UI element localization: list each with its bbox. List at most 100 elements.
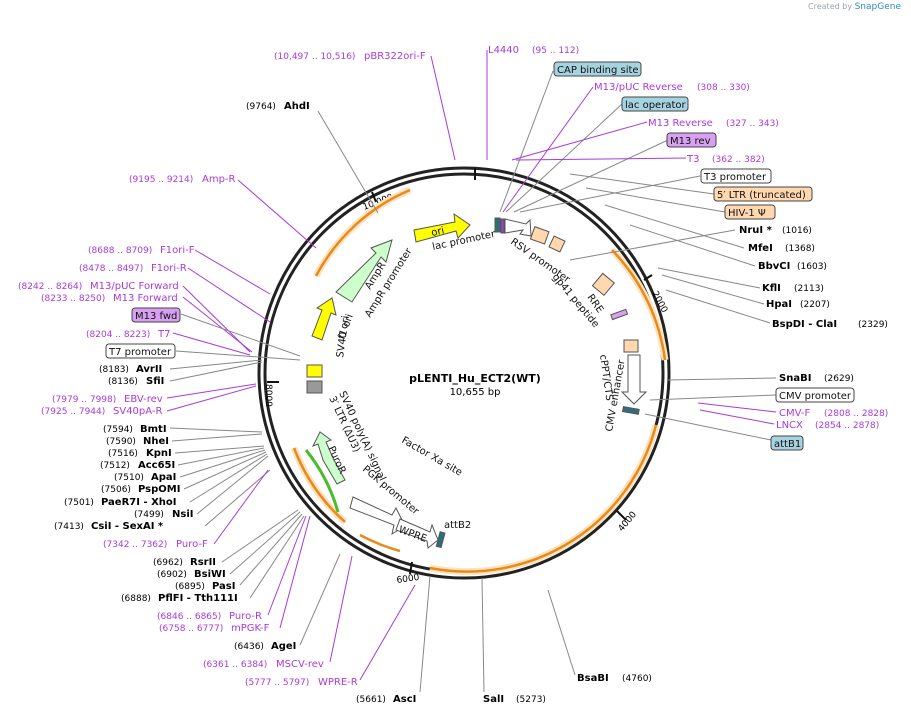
cap-binding-site-box: [553, 61, 642, 77]
mpgkf-label: mPGK-F: [231, 623, 270, 634]
lncx-label: LNCX: [776, 420, 803, 431]
wpre-arrow: [395, 518, 439, 549]
leader-wpre-r: [359, 584, 416, 681]
puror-primer-coord: (6846 .. 6865): [157, 612, 221, 622]
sv40-ori-box: [306, 364, 323, 378]
lac-promoter-arrow: [504, 218, 532, 237]
sv40par-label: SV40pA-R: [113, 406, 162, 417]
snapgene-credit: Created by SnapGene: [808, 2, 901, 12]
puror-primer-label: Puro-R: [229, 611, 262, 622]
leader-mfei: [604, 204, 745, 249]
purof-coord: (7342 .. 7362): [103, 540, 167, 550]
leader-nhei: [171, 433, 263, 442]
backbone-outer: [257, 166, 671, 580]
ahdi-label: AhdI: [284, 101, 310, 112]
asci-label: AscI: [393, 694, 416, 705]
orf-arc-1: [611, 249, 667, 361]
cmv-enhancer-arrow: [620, 354, 648, 405]
m13-forward-label: M13 Forward: [113, 293, 178, 304]
leader-m13-reverse: [511, 121, 648, 161]
sv40par-coord: (7925 .. 7944): [41, 407, 105, 417]
leader-t3-promoter: [519, 175, 701, 213]
ampr-primer-coord: (9195 .. 9214): [129, 175, 193, 185]
ebvrev-label: EBV-rev: [124, 394, 163, 405]
t7-coord: (8204 .. 8223): [86, 330, 150, 340]
plasmid-name: pLENTI_Hu_ECT2(WT): [409, 372, 541, 385]
t3-coord: (362 .. 382): [712, 155, 765, 165]
bsabi-coord: (4760): [622, 674, 652, 684]
leader-cmv: [649, 394, 777, 401]
5ltr-box: [713, 186, 813, 202]
leader-apai: [179, 449, 266, 478]
attb1-label-box: [770, 435, 804, 451]
tick-mark-2000: [643, 274, 653, 281]
inner-label-ori: ori: [430, 225, 445, 238]
nsii-coord: (7499): [134, 510, 164, 520]
t3-label: T3: [686, 154, 699, 165]
sali-label: SalI: [483, 694, 504, 705]
sfii-label: SfiI: [146, 376, 164, 387]
tick-mark-6000: [409, 561, 413, 575]
leader-sv40par: [166, 385, 257, 412]
cppt-box: [623, 339, 639, 353]
wpre-r-coord: (5777 .. 5797): [245, 678, 309, 688]
gp41-box: [610, 308, 629, 321]
attb2-box: [435, 531, 446, 549]
acc65i-coord: (7512): [100, 461, 130, 471]
leader-m13-f: [182, 296, 253, 353]
lncx-coord: (2854 .. 2878): [815, 421, 879, 431]
bmti-coord: (7594): [103, 425, 133, 435]
ebvrev-coord: (7979 .. 7998): [52, 395, 116, 405]
tick-label-8000: 8000: [263, 384, 273, 407]
kfli-label: KflI: [762, 283, 781, 294]
kpni-coord: (7516): [108, 449, 138, 459]
ori-arrow: [413, 212, 471, 243]
leader-sali: [481, 577, 485, 693]
leader-f1orif: [194, 249, 271, 295]
leader-cap: [499, 70, 554, 213]
leader-lines: [166, 50, 777, 693]
sexai-label: CsiI - SexAI *: [91, 521, 164, 532]
leader-hpai: [661, 274, 765, 305]
hiv-psi-label-box: [724, 204, 776, 220]
leader-mscv: [329, 555, 353, 663]
orf-arc-2: [429, 424, 658, 573]
leader-attb1: [644, 413, 772, 441]
leader-kpni: [174, 445, 265, 454]
m13-forward-coord: (8233 .. 8250): [41, 294, 105, 304]
nrui-coord: (1016): [782, 226, 812, 236]
agei-coord: (6436): [234, 642, 264, 652]
t7-promoter-box: [105, 343, 176, 359]
leader-t7: [172, 332, 251, 356]
leader-nsii: [196, 455, 269, 515]
leader-t7-promoter: [175, 350, 301, 361]
orf-arc-glow-2: [429, 424, 660, 576]
right-labels: CAP binding site M13/pUC Reverse (308 ..…: [553, 61, 888, 451]
cmv-promoter-box: [775, 387, 855, 403]
f1ori-arrow: [311, 297, 337, 341]
apai-label: ApaI: [151, 472, 176, 483]
leader-sfii: [169, 361, 263, 382]
ampr-primer-label: Amp-R: [202, 174, 236, 185]
leader-pspomi: [183, 451, 267, 490]
m13-fwd-label: M13 fwd: [135, 311, 177, 322]
leader-asci: [419, 575, 431, 693]
snabi-coord: (2629): [824, 374, 854, 384]
pflfi-label: PflFI - Tth111I: [158, 593, 238, 604]
tick-label-6000: 6000: [396, 573, 420, 586]
f1orir-label: F1ori-R: [151, 263, 187, 274]
avrii-coord: (8183): [99, 365, 129, 375]
cap-binding-site-label: CAP binding site: [557, 65, 639, 76]
top-labels: (10,497 .. 10,516) pBR322ori-F L4440 (95…: [129, 45, 579, 185]
leader-avrii: [169, 359, 263, 370]
cmv-promoter-label: CMV promoter: [779, 391, 852, 402]
leader-xhoi: [189, 453, 268, 503]
attb1-box: [622, 406, 640, 415]
snapgene-logo: SnapGene: [854, 2, 901, 12]
m13-fwd-box: [131, 307, 181, 323]
leader-acc65i: [177, 447, 265, 466]
m13-rev-label: M13 rev: [670, 136, 711, 147]
leader-bspdi: [665, 289, 771, 324]
inner-labels: lac promoter RSV promoter RRE gp41 pepti…: [325, 225, 627, 544]
